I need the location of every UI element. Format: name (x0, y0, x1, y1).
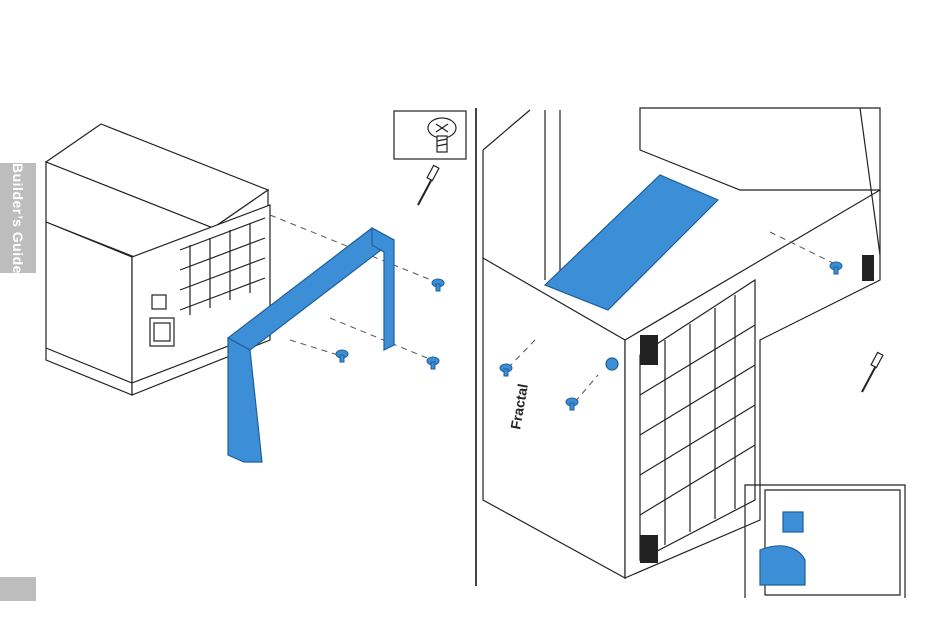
screwdriver-icon (418, 165, 439, 205)
screw-callout (394, 111, 466, 159)
inset-detail (745, 485, 905, 598)
screwdriver-icon (862, 352, 883, 392)
